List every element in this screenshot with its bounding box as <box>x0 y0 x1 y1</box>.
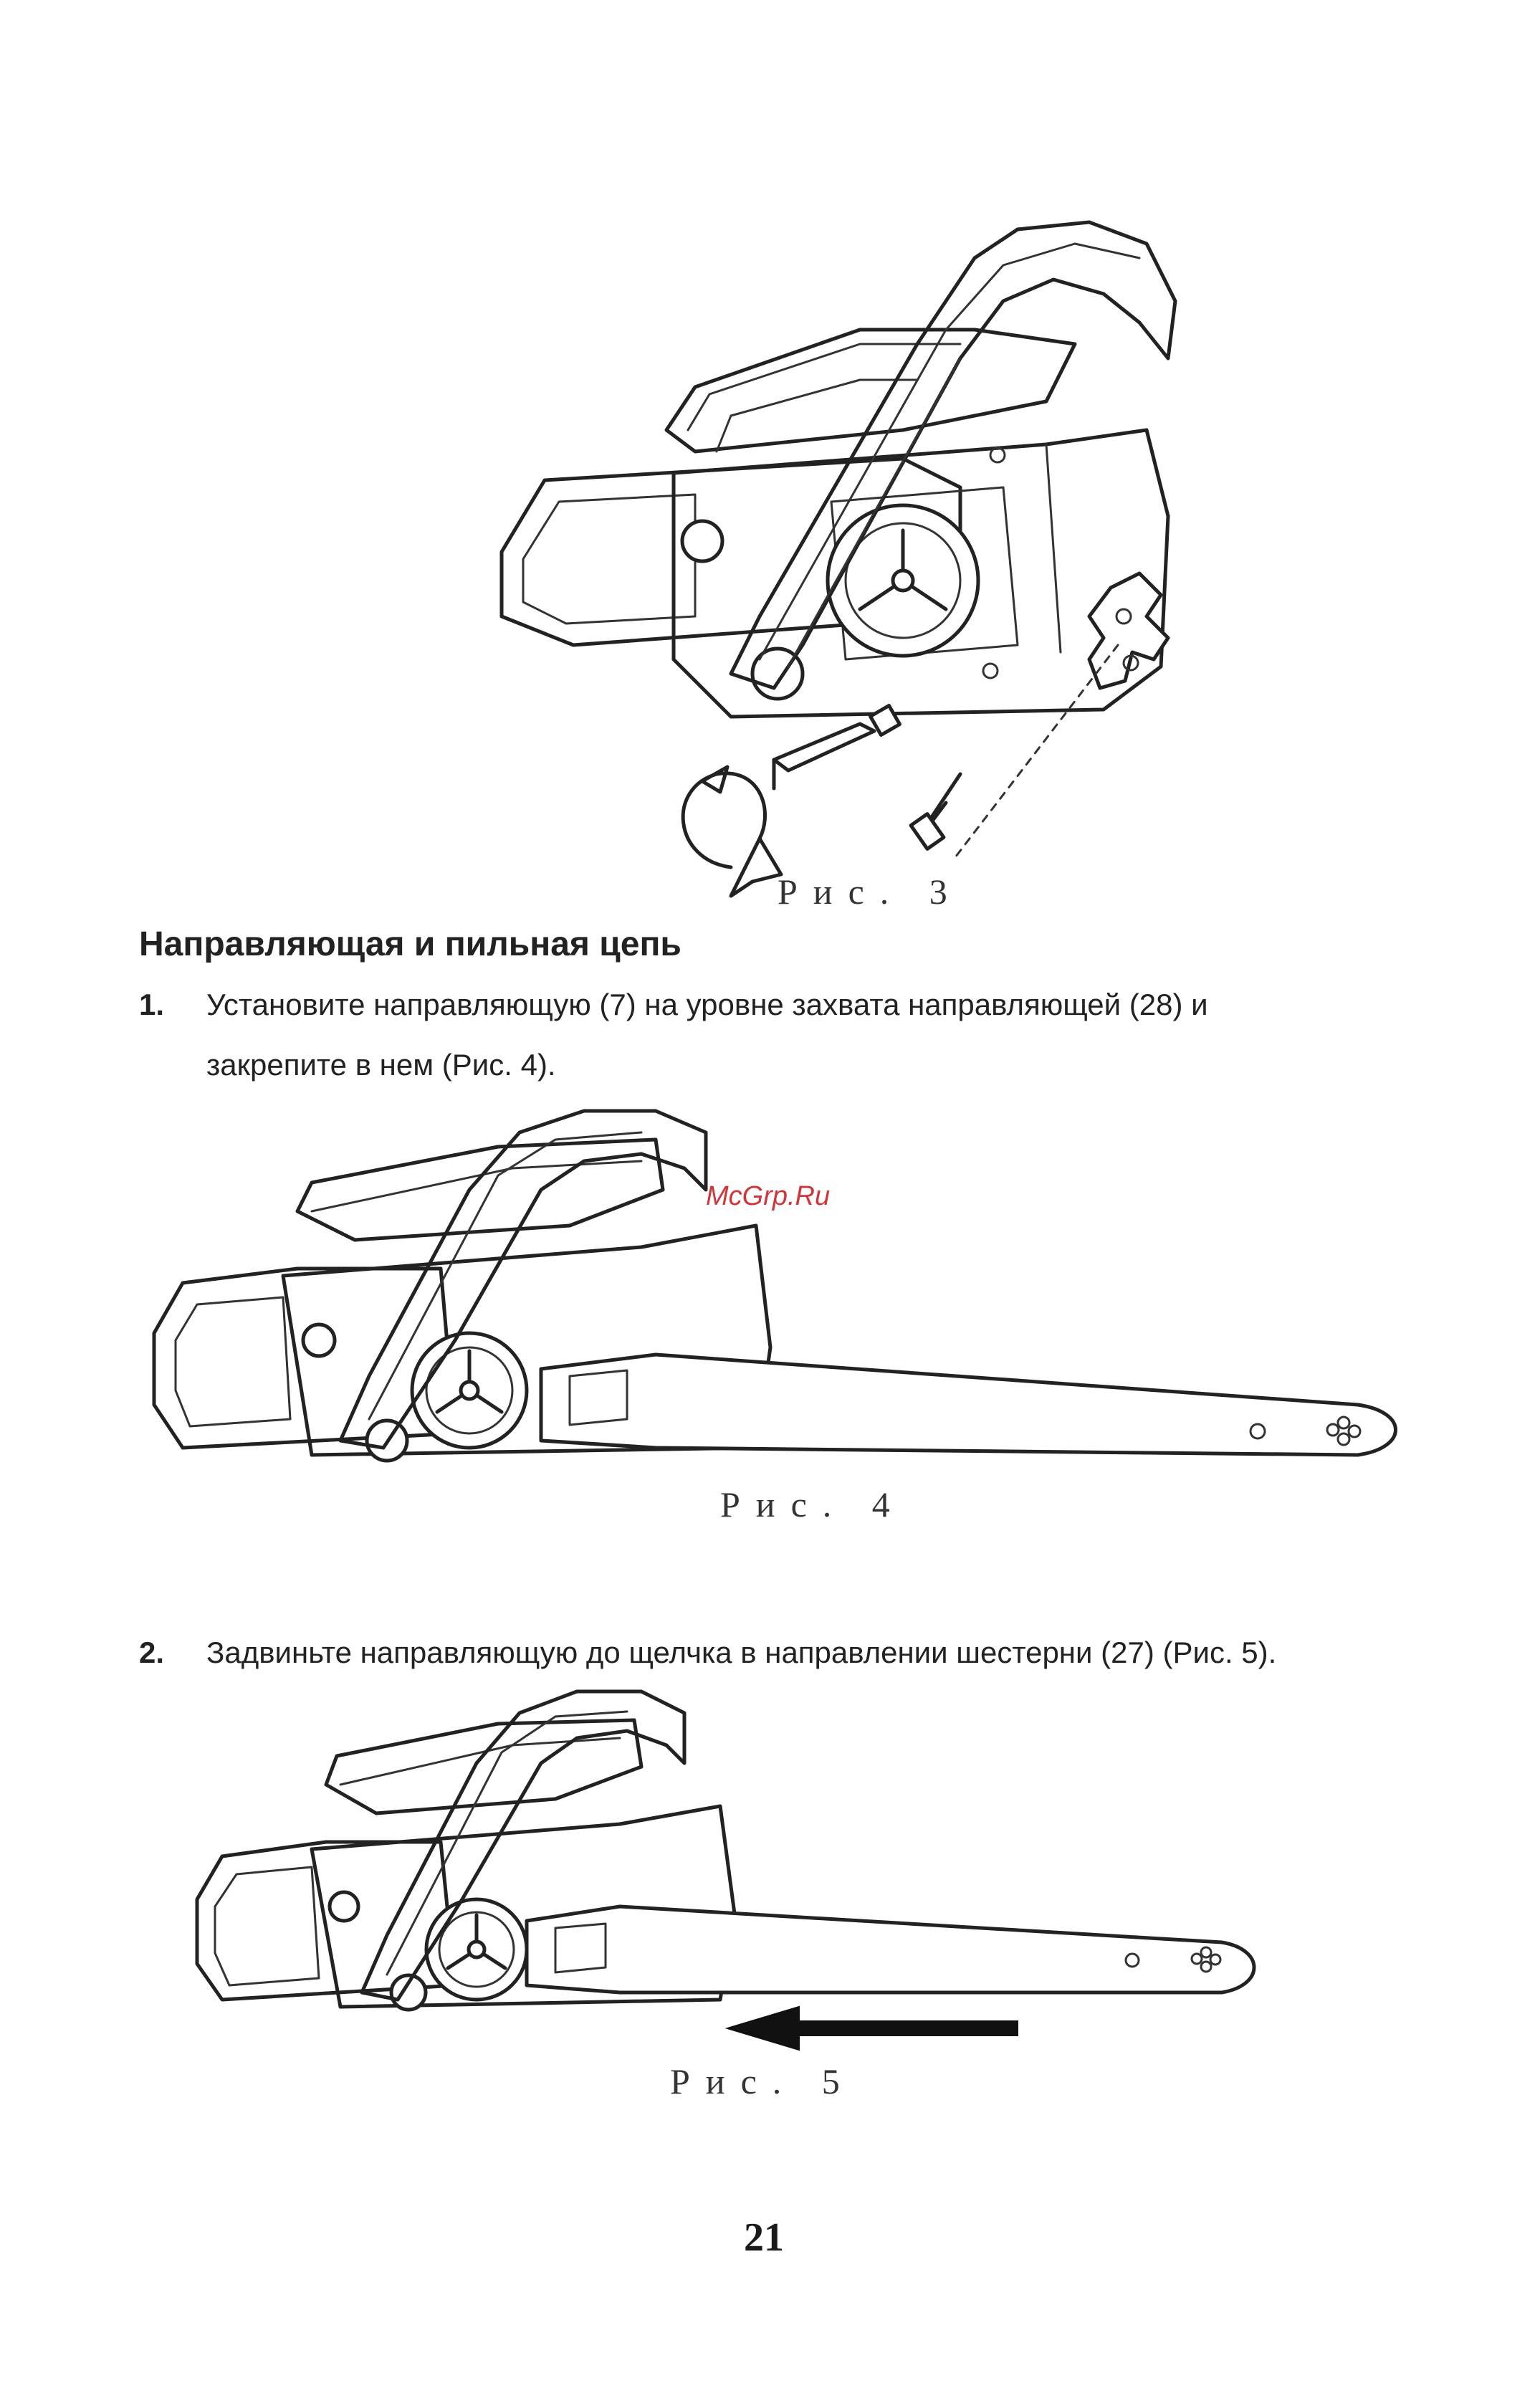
step-1-text-line-2: закрепите в нем (Рис. 4). <box>206 1048 556 1082</box>
page-number: 21 <box>744 2215 784 2261</box>
left-arrow-icon <box>720 2003 1021 2053</box>
step-2-number: 2. <box>139 1636 164 1670</box>
step-1-number: 1. <box>139 988 164 1022</box>
section-title: Направляющая и пильная цепь <box>139 925 681 964</box>
step-2-text-line-1: Задвиньте направляющую до щелчка в напра… <box>206 1636 1276 1670</box>
figure-3-chainsaw-drawing <box>459 215 1197 860</box>
figure-5-caption: Рис. 5 <box>670 2061 856 2102</box>
figure-5-chainsaw-drawing <box>183 1684 1258 2043</box>
figure-4-caption: Рис. 4 <box>720 1484 906 1525</box>
figure-4-chainsaw-drawing <box>140 1104 1415 1476</box>
step-1-text-line-1: Установите направляющую (7) на уровне за… <box>206 988 1208 1022</box>
figure-3-caption: Рис. 3 <box>778 871 963 912</box>
